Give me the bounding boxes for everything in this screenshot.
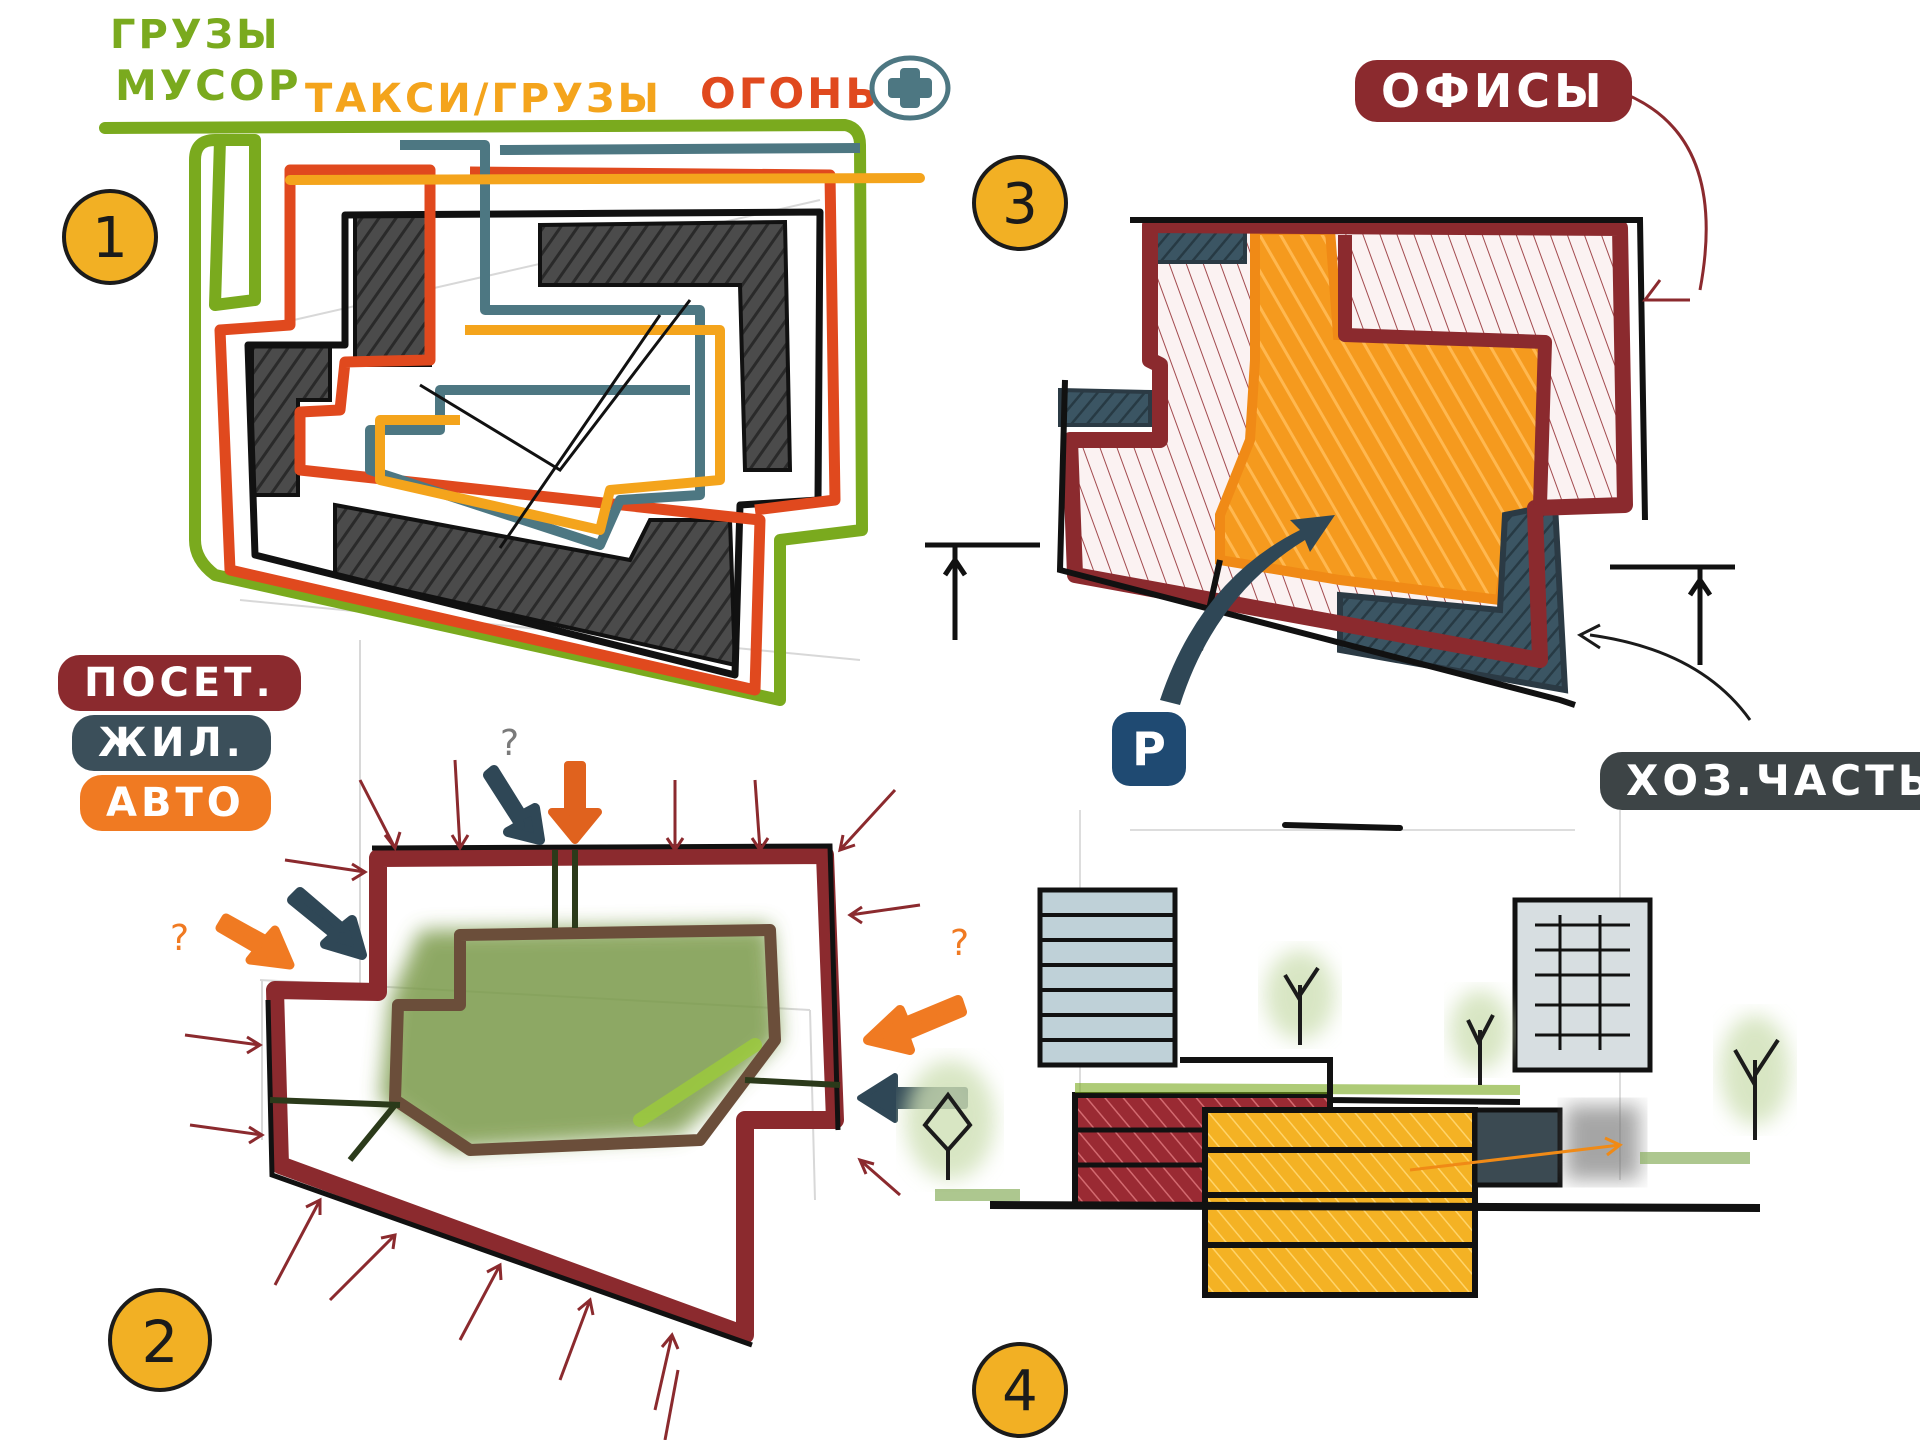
sketch1-legend-fire: ОГОНЬ	[700, 69, 880, 118]
sketch4-parking-slabs	[1205, 1147, 1475, 1248]
sketch1-route-fire	[214, 164, 766, 696]
sketch1-circulation-plan: 1 ГРУЗЫ МУСОР ТАКСИ/ГРУЗЫ ОГОНЬ	[62, 12, 951, 1000]
sketch4-service-shadow	[1565, 1105, 1640, 1180]
sketch4-podium-roof	[1180, 1057, 1521, 1105]
offices-label: ОФИСЫ	[1381, 64, 1606, 118]
sketch2-number: 2	[142, 1308, 179, 1376]
residential-arrow-icon	[483, 765, 545, 845]
sketch1-route-taxi-cargo-inner	[375, 325, 725, 535]
legend-residential-tag: ЖИЛ.	[72, 715, 271, 771]
arrow-icon	[653, 1332, 680, 1411]
arrow-icon	[358, 779, 402, 852]
arrow-icon	[184, 1033, 263, 1055]
legend-auto-label: АВТО	[106, 780, 245, 826]
tree-icon	[1720, 1015, 1790, 1140]
offices-label-tag: ОФИСЫ	[1355, 60, 1632, 122]
sketch4-service-arrow	[1409, 1136, 1623, 1172]
sketch4-left-tower	[1037, 887, 1178, 1068]
sketch1-building-block-northeast	[538, 219, 793, 472]
sketch4-ground-line	[989, 1201, 1761, 1212]
service-label-tag: ХОЗ.ЧАСТЬ	[1600, 752, 1920, 810]
arrow-icon	[857, 1157, 901, 1197]
sketch2-courtyard-edge	[389, 924, 781, 1156]
arrow-icon	[847, 903, 921, 925]
tree-icon	[1265, 950, 1335, 1045]
sketch1-legend-taxi-cargo: ТАКСИ/ГРУЗЫ	[305, 76, 662, 122]
sketch3-service-pointer	[1576, 623, 1752, 721]
sketch4-number: 4	[1002, 1359, 1038, 1424]
sketch2-question-mark: ?	[170, 918, 189, 959]
arrow-icon	[273, 1197, 322, 1286]
sketch1-route-taxi-top	[499, 143, 861, 155]
residential-arrow-icon	[287, 887, 367, 960]
auto-arrow-icon	[863, 995, 967, 1055]
arrow-icon	[558, 1297, 595, 1381]
sketch1-sightline	[419, 299, 692, 549]
sketch2-tree-icon	[905, 1060, 995, 1180]
arrow-icon	[663, 1369, 680, 1440]
sketch4-ground-grass	[935, 1152, 1750, 1201]
auto-arrow-icon	[215, 913, 295, 970]
sketch1-legend-garbage: МУСОР	[115, 61, 302, 110]
sketch2-question-mark: ?	[500, 723, 519, 764]
sketch1-plot-outline	[244, 208, 824, 679]
sketch4-service-block	[1472, 1107, 1563, 1188]
sketch3-service-zone-west	[1058, 387, 1152, 427]
plus-in-circle-icon	[869, 55, 951, 121]
sketch2-green-accent	[633, 1038, 762, 1127]
sketch4-right-tower-windows	[1535, 915, 1630, 1050]
sketch3-section-marker-left	[925, 542, 1040, 640]
tree-icon	[1450, 990, 1510, 1085]
sketch2-number-badge: 2	[108, 1288, 212, 1392]
sketch1-legend-cargo: ГРУЗЫ	[110, 12, 281, 58]
sketch1-route-taxi-cargo	[285, 173, 925, 185]
sketch3-section-marker-right	[1610, 564, 1735, 665]
sketch1-building-block-north	[353, 213, 432, 367]
sketch4-left-tower-floors	[1040, 913, 1175, 1042]
sketch2-arrows	[184, 759, 921, 1440]
sketch4-number-badge: 4	[972, 1342, 1068, 1438]
arrow-icon	[328, 1233, 397, 1302]
arrow-icon	[750, 779, 770, 853]
sketch2-courtyard-plan: ? ? ? 2	[108, 723, 995, 1440]
arrow-icon	[458, 1262, 503, 1341]
sketch3-offices-inner-outline	[1338, 235, 1552, 506]
sketch4-dash	[1282, 822, 1403, 831]
sketch3-number-badge: 3	[972, 155, 1068, 251]
sketch3-number: 3	[1002, 172, 1038, 237]
sketch2-bold-arrows	[215, 761, 968, 1123]
arrow-icon	[284, 858, 368, 882]
auto-arrow-icon	[548, 761, 602, 844]
arrow-icon	[189, 1123, 265, 1145]
sketch1-number-badge: 1	[62, 189, 158, 285]
service-label: ХОЗ.ЧАСТЬ	[1626, 756, 1920, 805]
sketch2-inner-lines	[269, 850, 841, 1162]
sketch4-right-tower	[1512, 897, 1653, 1073]
parking-icon: P	[1112, 712, 1186, 786]
sketch3-offices-pointer	[1614, 88, 1708, 302]
arrow-icon	[838, 788, 897, 853]
sketch1-number: 1	[92, 206, 128, 271]
legend-visitors-tag: ПОСЕТ.	[58, 655, 301, 711]
legend-auto-tag: АВТО	[80, 775, 271, 831]
sketch3-parking-arrow	[1160, 515, 1335, 705]
sketch1-route-fire-loop	[469, 166, 841, 516]
legend-residential-label: ЖИЛ.	[98, 720, 245, 766]
parking-label: P	[1132, 722, 1166, 776]
sketch4-roof-garden	[1074, 1083, 1521, 1095]
arrow-icon	[450, 759, 470, 851]
sketch2-building-outline-ink	[265, 843, 841, 1348]
sketch4-section: 4	[935, 810, 1790, 1438]
legend-visitors-label: ПОСЕТ.	[84, 660, 275, 706]
sketch2-question-mark: ?	[950, 923, 969, 964]
sketch1-route-cargo-garbage	[99, 119, 868, 706]
sketch2-building-outline	[266, 846, 844, 1344]
arrow-icon	[665, 780, 685, 853]
sketch3-zoning-plan: 3	[925, 88, 1752, 721]
